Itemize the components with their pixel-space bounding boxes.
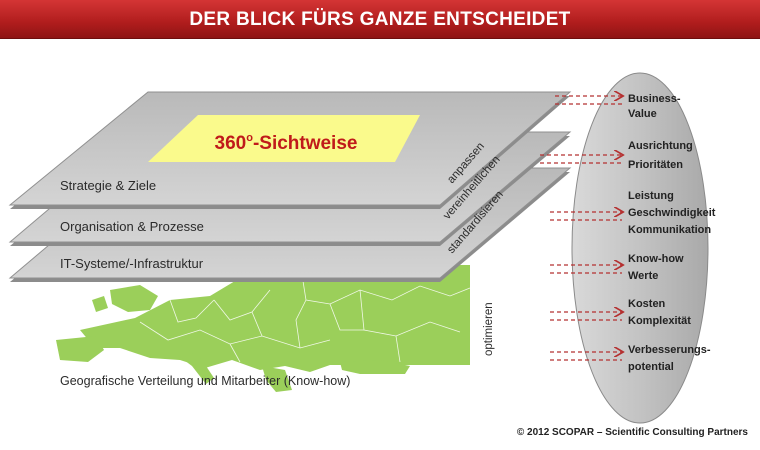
center-label-rest: -Sichtweise [253, 133, 358, 154]
map-land-greece [262, 366, 292, 392]
outcome-3-line1: Know-how [628, 253, 684, 265]
outcome-5-line1: Verbesserungs- [628, 344, 711, 356]
layer-label-strategy: Strategie & Ziele [60, 178, 156, 193]
map-land-iberia [56, 336, 104, 362]
title-bar: DER BLICK FÜRS GANZE ENTSCHEIDET [0, 0, 760, 39]
map-caption: Geografische Verteilung und Mitarbeiter … [60, 374, 350, 388]
layer-label-organisation: Organisation & Prozesse [60, 219, 204, 234]
outcome-2-line3: Kommunikation [628, 224, 711, 236]
map-borders [139, 261, 471, 363]
outcome-ellipse [571, 72, 709, 424]
center-label-degree: o [246, 132, 253, 144]
outcome-1-line2: Prioritäten [628, 159, 683, 171]
center-label: 360o-Sichtweise [215, 132, 358, 154]
map-land-britain [110, 285, 158, 312]
map-land-west [80, 262, 330, 372]
outcome-1-line1: Ausrichtung [628, 140, 693, 152]
copyright-notice: © 2012 SCOPAR – Scientific Consulting Pa… [516, 427, 748, 438]
outcome-3-line2: Werte [628, 270, 658, 282]
outcome-labels: Business- Value Ausrichtung Prioritäten … [628, 93, 716, 373]
arrows [540, 96, 622, 361]
outcome-4-line1: Kosten [628, 298, 666, 310]
outcome-2-line2: Geschwindigkeit [628, 207, 716, 219]
outcome-0-line2: Value [628, 108, 657, 120]
highlight-area [148, 115, 420, 162]
outcome-4-line2: Komplexität [628, 315, 691, 327]
outcome-5-line2: potential [628, 361, 674, 373]
center-label-number: 360 [215, 133, 247, 154]
outcome-0-line1: Business- [628, 93, 681, 105]
outcome-2-line1: Leistung [628, 190, 674, 202]
map-land-italy [176, 344, 214, 384]
layer-label-it: IT-Systeme/-Infrastruktur [60, 256, 204, 271]
slide-title: DER BLICK FÜRS GANZE ENTSCHEIDET [189, 9, 571, 30]
map-land-anatolia [340, 360, 410, 374]
action-label-optimieren: optimieren [483, 302, 495, 356]
map-land-ireland [92, 296, 108, 312]
